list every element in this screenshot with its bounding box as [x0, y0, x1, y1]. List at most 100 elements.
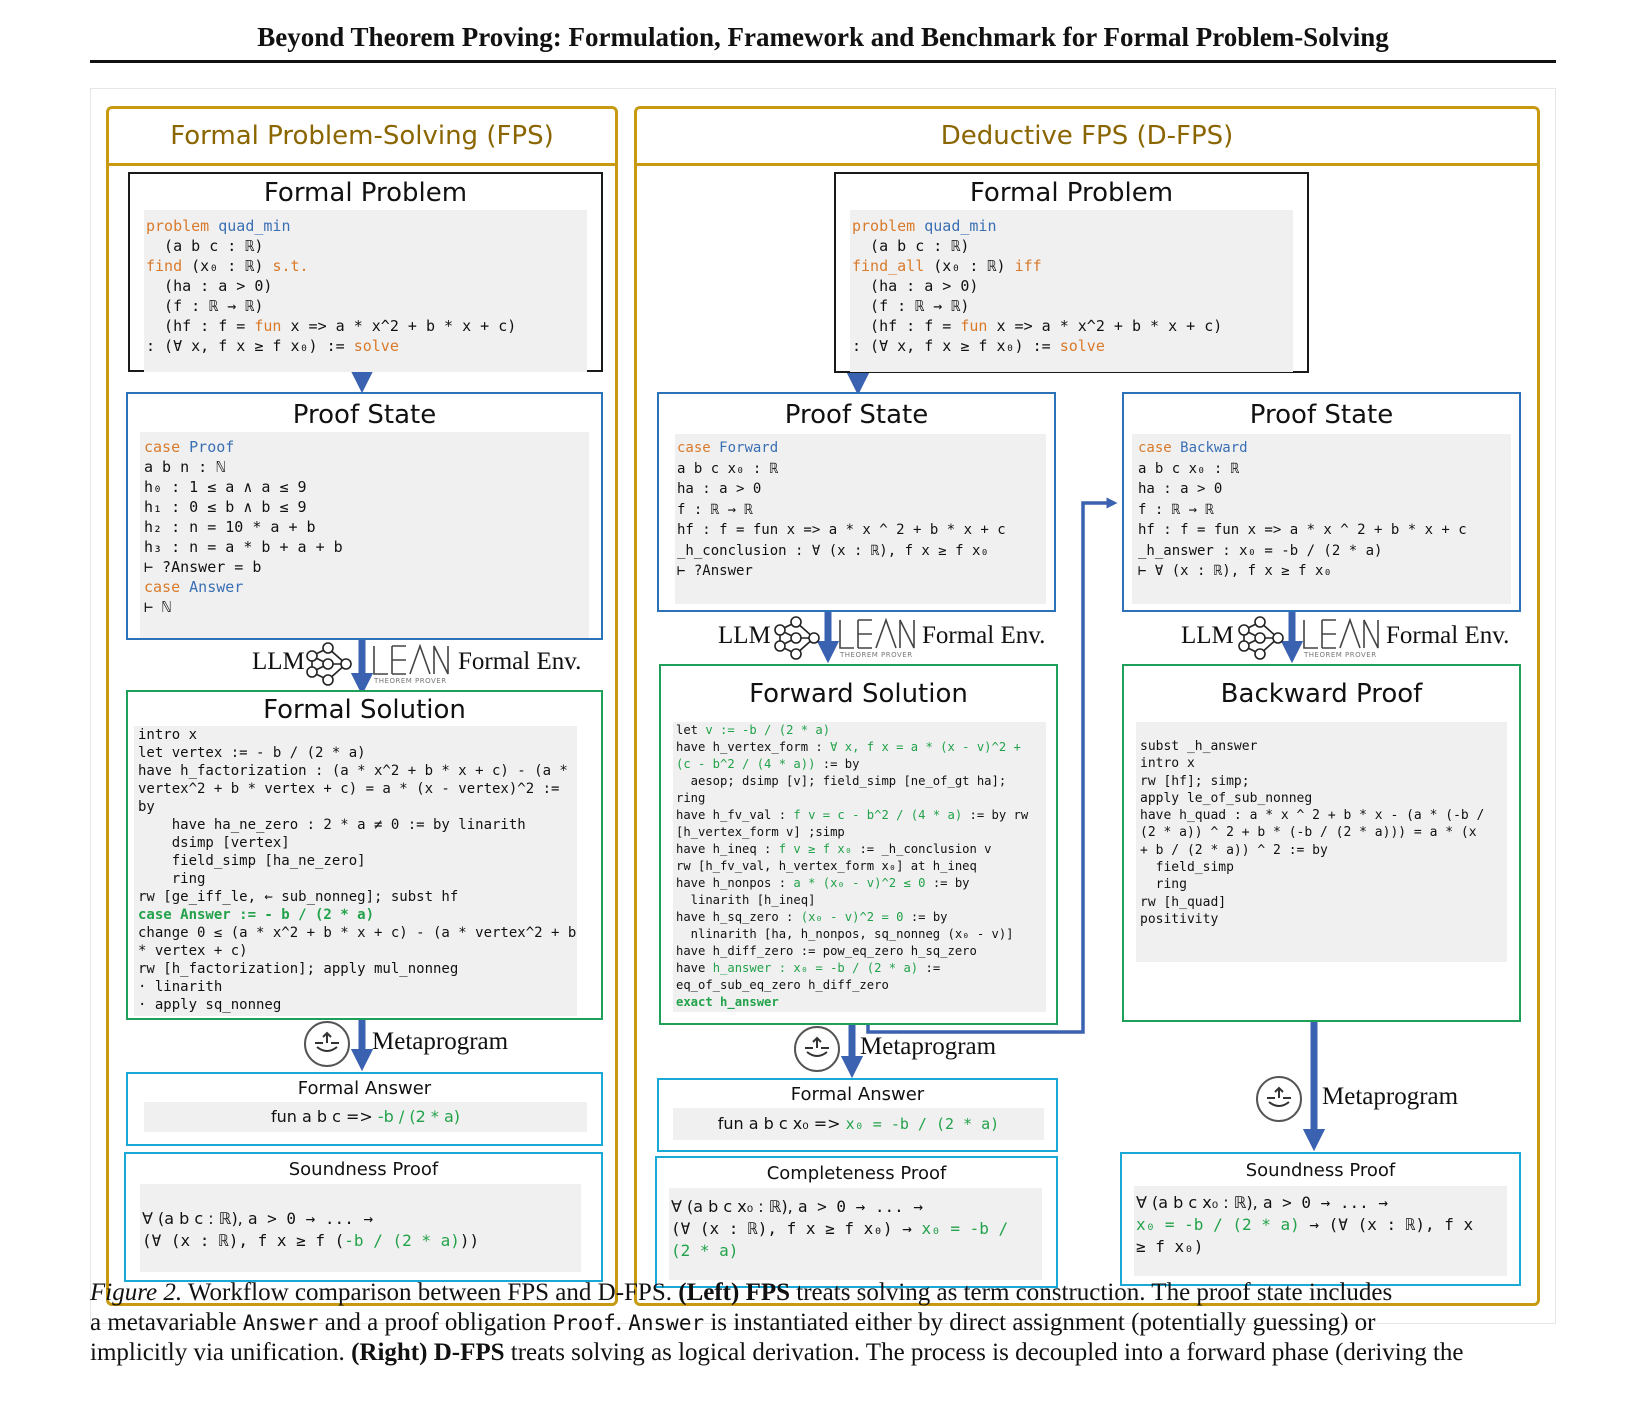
kw-find: find: [146, 257, 183, 275]
kw-case: case: [144, 438, 181, 456]
backward-proof-title: Backward Proof: [1220, 679, 1423, 709]
code-green: v := -b / (2 * a): [705, 723, 831, 737]
llm-label: LLM: [252, 648, 305, 675]
formal-problem-code: problem quad_min (a b c : ℝ) find (x₀ : …: [144, 210, 587, 372]
cp-answer: x₀ = -b /: [921, 1219, 1009, 1238]
metaprogram-icon: [1256, 1076, 1302, 1122]
sp-answer: -b / (2 * a): [344, 1231, 460, 1250]
proof-state-title: Proof State: [292, 400, 437, 430]
figure-frame: [90, 88, 1556, 1324]
dfps-panel: Deductive FPS (D-FPS): [634, 106, 1540, 1306]
sp-answer: x₀ = -b / (2 * a): [1136, 1215, 1300, 1234]
fps-formal-problem-box: Formal Problem problem quad_min (a b c :…: [128, 172, 603, 372]
formal-env-label: Formal Env.: [458, 648, 582, 675]
dfps-soundness-proof-box: Soundness Proof ∀ (a b c x₀ : ℝ), a > 0 …: [1120, 1152, 1521, 1286]
fps-soundness-proof-box: Soundness Proof ∀ (a b c : ℝ), a > 0 → .…: [124, 1152, 603, 1282]
formal-env-label: Formal Env.: [1386, 622, 1510, 649]
metaprogram-label: Metaprogram: [860, 1033, 997, 1060]
backward-state-code: case Backward a b c x₀ : ℝ ha : a > 0 f …: [1132, 434, 1511, 604]
forward-solution-title: Forward Solution: [749, 679, 968, 709]
lean-logo: [839, 618, 915, 649]
kw-case: case: [677, 440, 711, 456]
metaprogram-icon: [794, 1026, 840, 1072]
lean-logo: [373, 644, 449, 675]
cp-goal: (∀ (x : ℝ), f x ≥ f x₀) →: [671, 1219, 922, 1238]
neural-network-icon: [306, 642, 352, 686]
problem-name: quad_min: [924, 217, 997, 235]
metaprogram-icon: [304, 1021, 350, 1067]
sp-goal-cont: ≥ f x₀): [1136, 1237, 1204, 1256]
neural-network-icon: [1238, 616, 1284, 660]
answer-prefix: fun a b c x₀ =>: [717, 1114, 846, 1133]
sp-close: )): [459, 1231, 480, 1250]
proof-state-code: case Proof a b n : ℕ h₀ : 1 ≤ a ∧ a ≤ 9 …: [140, 432, 589, 638]
completeness-proof-statement: ∀ (a b c x₀ : ℝ), a > 0 → ... → (∀ (x : …: [669, 1188, 1042, 1280]
dfps-formal-answer-box: Formal Answer fun a b c x₀ => x₀ = -b / …: [657, 1078, 1058, 1152]
case-name: Backward: [1180, 440, 1248, 456]
proof-state-title: Proof State: [784, 400, 929, 430]
cp-answer-cont: (2 * a): [671, 1241, 739, 1260]
forward-proof-state-box: Proof State case Forward a b c x₀ : ℝ ha…: [657, 392, 1056, 612]
lean-logo-caption: THEOREM PROVER: [1304, 651, 1377, 659]
caption-text: is instantiated either by direct assignm…: [704, 1309, 1376, 1336]
metaprogram-label: Metaprogram: [372, 1028, 509, 1055]
soundness-proof-title: Soundness Proof: [1245, 1160, 1396, 1181]
code-green: f v = c - b^2 / (4 * a): [793, 808, 963, 822]
sp-hyp: a > 0 → ... →: [247, 1209, 374, 1228]
case-name: Proof: [189, 438, 235, 456]
kw-case: case: [144, 578, 181, 596]
exact-answer: exact h_answer: [676, 995, 779, 1009]
answer-prefix: fun a b c =>: [270, 1107, 378, 1126]
formal-answer-value: fun a b c => -b / (2 * a): [144, 1102, 587, 1132]
cp-quantifier: ∀ (a b c x₀ : ℝ),: [671, 1197, 798, 1216]
caption-text: and a proof obligation: [318, 1309, 553, 1336]
code-green: (c - b^2 / (4 * a)): [676, 757, 816, 771]
caption-text: .: [615, 1309, 629, 1336]
answer-assignment: case Answer := - b / (2 * a): [138, 907, 375, 923]
kw-problem: problem: [852, 217, 916, 235]
caption-text: Workflow comparison between FPS and D-FP…: [182, 1279, 679, 1306]
formal-answer-title: Formal Answer: [790, 1084, 925, 1105]
caption-code-proof: Proof: [552, 1311, 616, 1335]
completeness-proof-box: Completeness Proof ∀ (a b c x₀ : ℝ), a >…: [655, 1156, 1058, 1288]
metaprogram-label: Metaprogram: [1322, 1083, 1459, 1110]
answer-term: x₀ = -b / (2 * a): [845, 1115, 1000, 1133]
code-green: ∀ x, f x = a * (x - v)^2 +: [830, 740, 1021, 754]
formal-env-label: Formal Env.: [922, 622, 1046, 649]
sp-quantifier: ∀ (a b c : ℝ),: [142, 1209, 248, 1228]
sp-hyp: a > 0 → ... →: [1262, 1193, 1389, 1212]
case-name: Forward: [719, 440, 779, 456]
cp-hyp: a > 0 → ... →: [797, 1197, 924, 1216]
problem-name: quad_min: [218, 217, 291, 235]
caption-text: a metavariable: [90, 1309, 243, 1336]
caption-right-label: (Right) D-FPS: [351, 1339, 505, 1366]
backward-proof-code: subst _h_answer intro x rw [hf]; simp; a…: [1136, 722, 1507, 962]
forward-solution-box: Forward Solution let v := -b / (2 * a) h…: [659, 664, 1058, 1025]
llm-label: LLM: [718, 622, 771, 649]
soundness-proof-statement: ∀ (a b c : ℝ), a > 0 → ... → (∀ (x : ℝ),…: [140, 1184, 581, 1272]
kw-iff: iff: [1014, 257, 1042, 275]
formal-solution-title: Formal Solution: [263, 695, 466, 725]
dfps-formal-problem-box: Formal Problem problem quad_min (a b c :…: [834, 172, 1309, 373]
fps-formal-answer-box: Formal Answer fun a b c => -b / (2 * a): [126, 1072, 603, 1146]
caption-text: treats solving as term construction. The…: [790, 1279, 1393, 1306]
proof-state-title: Proof State: [1249, 400, 1394, 430]
llm-label: LLM: [1181, 622, 1234, 649]
lean-logo-caption: THEOREM PROVER: [374, 677, 447, 685]
code-green: f v ≥ f x₀: [778, 842, 853, 856]
formal-answer-value: fun a b c x₀ => x₀ = -b / (2 * a): [673, 1108, 1044, 1140]
lean-logo-caption: THEOREM PROVER: [840, 651, 913, 659]
neural-network-icon: [774, 616, 820, 660]
soundness-proof-statement: ∀ (a b c x₀ : ℝ), a > 0 → ... → x₀ = -b …: [1134, 1186, 1507, 1276]
fps-panel: Formal Problem-Solving (FPS): [106, 106, 618, 1306]
fps-panel-title: Formal Problem-Solving (FPS): [109, 109, 615, 166]
caption-text: implicitly via unification.: [90, 1339, 352, 1366]
caption-text: treats solving as logical derivation. Th…: [504, 1339, 1464, 1366]
forward-state-code: case Forward a b c x₀ : ℝ ha : a > 0 f :…: [675, 434, 1046, 604]
code-green: h_answer : x₀ = -b / (2 * a): [712, 961, 919, 975]
kw-problem: problem: [146, 217, 210, 235]
backward-proof-box: Backward Proof subst _h_answer intro x r…: [1122, 664, 1521, 1022]
fps-proof-state-box: Proof State case Proof a b n : ℕ h₀ : 1 …: [126, 392, 603, 640]
kw-case: case: [1138, 440, 1172, 456]
